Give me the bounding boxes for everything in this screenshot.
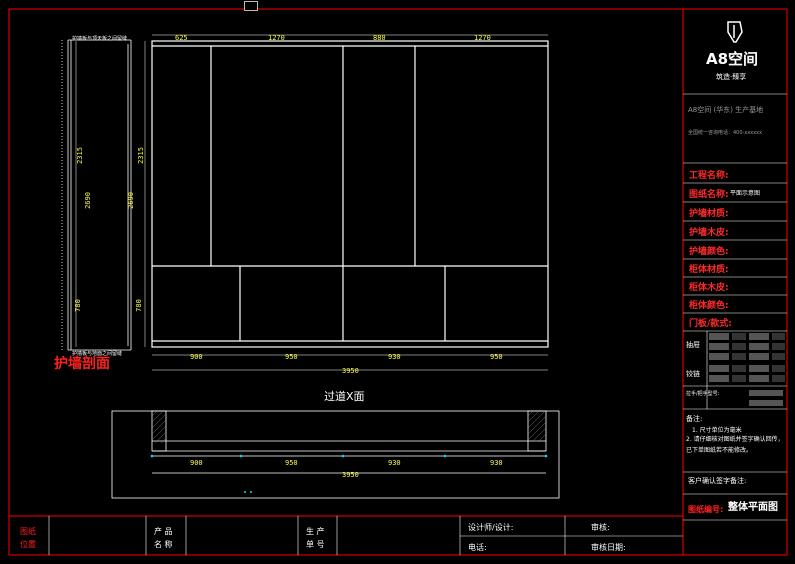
drawing-no-label: 图纸编号:	[688, 505, 724, 514]
plan-dim-2: 950	[285, 459, 298, 467]
field-project-name: 工程名称:	[689, 171, 729, 181]
notes-line-1: 1. 尺寸单位为毫米	[692, 427, 742, 434]
hardware-table	[709, 333, 785, 406]
plan-dim-1: 900	[190, 459, 203, 467]
plan-view	[111, 410, 560, 499]
plan-dim-3: 930	[388, 459, 401, 467]
section-note-top: 护墙板与顶天板之间留缝	[72, 36, 128, 42]
wall-section	[61, 39, 132, 351]
logo-icon	[727, 21, 743, 43]
drawing-no-value: 整体平面图	[728, 502, 778, 513]
bottom-pos-1: 图纸	[20, 527, 36, 536]
section-note-bottom: 护墙板与地面之间留缝	[72, 351, 123, 357]
customer-confirm: 客户确认签字备注:	[688, 477, 747, 485]
plan-dim-4: 930	[490, 459, 503, 467]
section-height-3: 780	[73, 299, 82, 312]
bottom-phone: 电话:	[468, 543, 487, 552]
field-cabinet-veneer: 柜体木皮:	[689, 283, 729, 293]
top-dim-4: 1270	[474, 34, 491, 42]
top-dim-3: 880	[373, 34, 386, 42]
notes-line-2: 2. 请仔细核对图纸并签字确认回传，已下单图纸若不能修改。	[686, 436, 784, 454]
field-door-style: 门板/款式:	[689, 319, 732, 329]
bottom-order-1: 生 产	[306, 527, 325, 536]
hardware-handle-label: 拉手/把手型号:	[686, 391, 720, 397]
plan-overall: 3950	[342, 471, 359, 479]
section-height-1: 2315	[75, 147, 84, 164]
hardware-hinge-label: 铰链	[686, 370, 700, 378]
bottom-dim-4: 950	[490, 353, 503, 361]
section-height-2: 2690	[83, 192, 92, 209]
top-dim-1: 625	[175, 34, 188, 42]
bottom-review: 审核:	[591, 523, 610, 532]
field-drawing-name-value: 平面示意图	[730, 190, 761, 197]
height-dim-1: 2315	[136, 147, 145, 164]
top-dim-2: 1270	[268, 34, 285, 42]
bottom-dim-3: 930	[388, 353, 401, 361]
bottom-product-1: 产 品	[154, 527, 173, 536]
field-cabinet-material: 柜体材质:	[689, 265, 729, 275]
brand-logo: A8空间	[706, 50, 759, 68]
field-wall-color: 护墙颜色:	[689, 247, 729, 257]
bottom-review-date: 审核日期:	[591, 543, 626, 552]
elevation-dimensions	[75, 34, 548, 371]
bottom-designer: 设计师/设计:	[468, 523, 514, 532]
title-block-border	[682, 8, 788, 556]
bottom-product-2: 名 称	[154, 540, 173, 549]
bottom-pos-2: 位置	[20, 540, 36, 549]
bottom-dim-2: 950	[285, 353, 298, 361]
cabinet-elevation	[151, 40, 549, 348]
notes-title: 备注:	[686, 415, 703, 423]
field-drawing-name: 图纸名称:	[689, 190, 729, 200]
section-title: 护墙剖面	[54, 356, 110, 372]
brand-slogan: 筑造·臻享	[716, 73, 747, 81]
title-block-grid	[683, 93, 787, 521]
viewport-handle[interactable]	[244, 1, 258, 11]
plan-markers	[150, 454, 548, 493]
plan-hatch	[151, 410, 547, 444]
bottom-order-2: 单 号	[306, 540, 325, 549]
field-wall-veneer: 护墙木皮:	[689, 228, 729, 238]
height-dim-3: 780	[134, 299, 143, 312]
field-cabinet-color: 柜体颜色:	[689, 301, 729, 311]
bottom-dim-1: 900	[190, 353, 203, 361]
plan-title: 过道X面	[324, 390, 365, 403]
company-name: A8空间 (华东) 生产基地	[688, 106, 764, 114]
hardware-drawer-label: 抽屉	[686, 341, 700, 349]
overall-dim: 3950	[342, 367, 359, 375]
height-dim-2: 2690	[126, 192, 135, 209]
company-phone: 全国统一咨询电话：400-xxxxxx	[688, 130, 763, 136]
field-wall-material: 护墙材质:	[689, 209, 729, 219]
